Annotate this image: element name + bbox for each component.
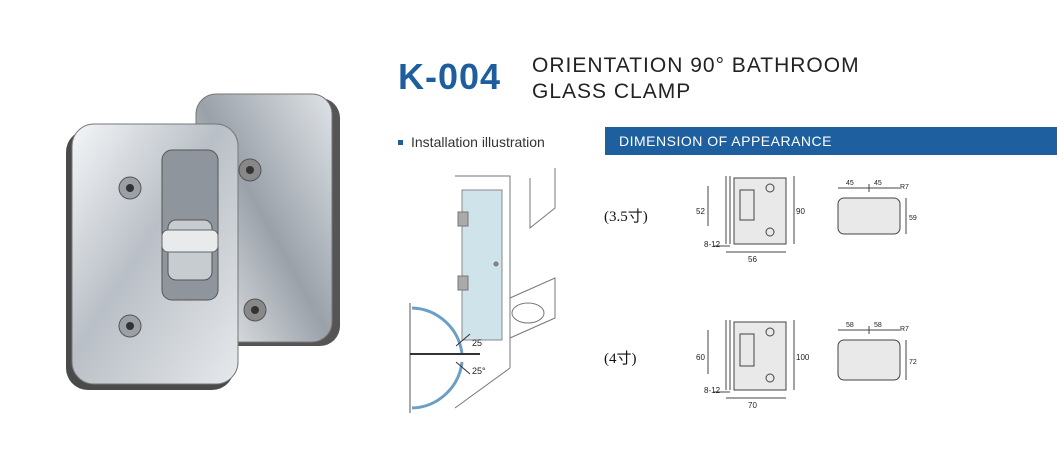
plate-left-seg: 58 [846,322,854,329]
dimension-header-bar: DIMENSION OF APPEARANCE [605,127,1057,155]
dim-height-total: 100 [796,353,810,362]
plate-radius: R7 [900,184,909,191]
plate-right-seg: 58 [874,322,882,329]
variant-size-label: (4寸) [604,351,637,367]
rotation-diagram [409,303,480,413]
plate-view-drawing: 58 58 R7 72 [837,322,917,381]
product-title-line1: ORIENTATION 90° BATHROOM [532,54,860,77]
plate-height: 72 [909,359,917,366]
dim-width: 70 [748,401,757,410]
dim-height-inner: 60 [696,353,705,362]
plate-right-seg: 45 [874,180,882,187]
plate-height: 59 [909,215,917,222]
angle-top-label: 25 [472,338,482,348]
plate-view-drawing: 45 45 R7 59 [837,180,917,235]
product-title-line2: GLASS CLAMP [532,80,692,103]
plate-left-seg: 45 [846,180,854,187]
variant-size-label: (3.5寸) [604,209,648,225]
dim-gap: 8-12 [704,386,721,395]
dim-height-inner: 52 [696,207,705,216]
model-number: K-004 [398,56,502,97]
dim-gap: 8-12 [704,240,721,249]
dim-width: 56 [748,255,757,264]
plate-radius: R7 [900,326,909,333]
dim-height-total: 90 [796,207,805,216]
installation-heading: Installation illustration [398,134,545,150]
angle-bottom-label: 25° [472,366,486,376]
installation-label: Installation illustration [411,134,545,150]
bullet-icon [398,139,403,145]
product-photo [66,93,340,390]
installation-illustration: 25 25° [409,168,556,413]
clamp-hinge [161,149,219,301]
side-view-drawing: 52 90 8-12 56 [696,176,805,264]
side-view-drawing: 60 100 8-12 70 [696,320,810,410]
